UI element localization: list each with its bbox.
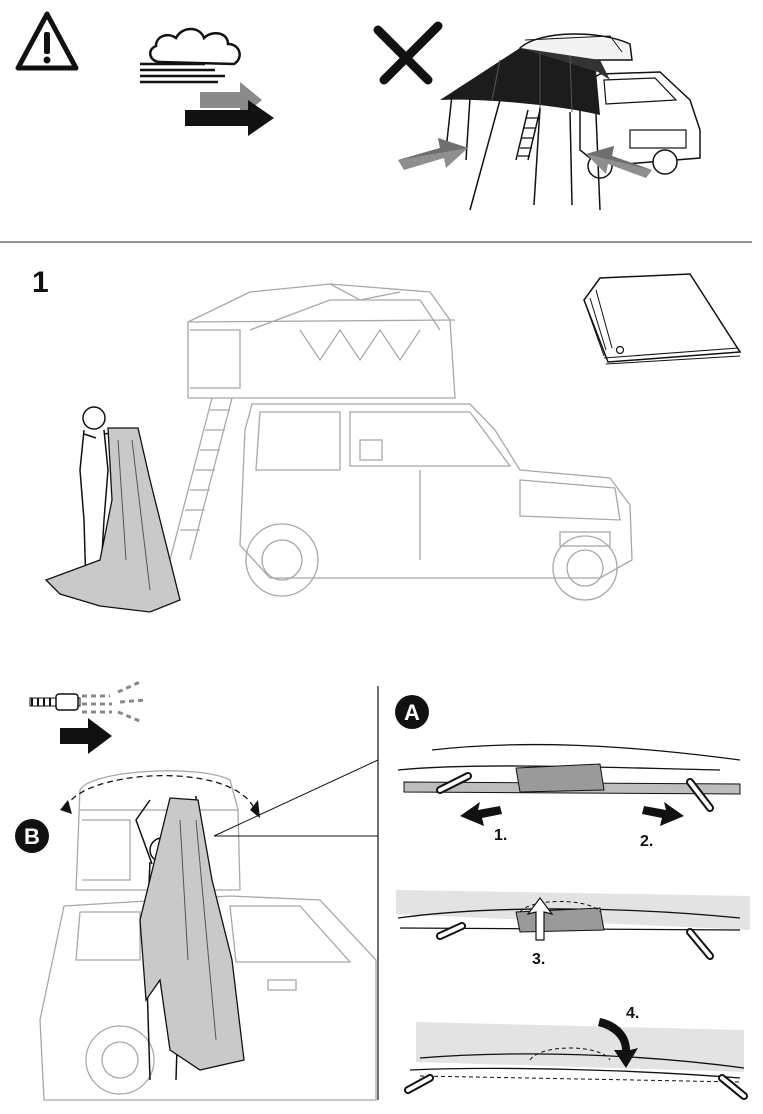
substep-4-label: 4. [626,1005,639,1022]
cross-mark-icon [373,21,443,85]
arrow-up-icon [526,897,554,941]
ladder-light [169,397,233,561]
warning-triangle-icon [15,11,79,71]
tent-awning-illustration [398,33,701,211]
callout-a-badge [395,695,429,729]
callout-b-label: B [24,824,40,849]
detail-remove-channel: 1. 2. [397,743,741,850]
zipper-icon [29,680,147,724]
substep-2-label: 2. [640,833,653,850]
arrow-down-curve-icon [598,1018,638,1068]
arrow-left-icon [460,802,502,826]
arrow-right-icon [642,802,684,826]
callout-a-label: A [404,700,420,725]
zipper-panel [29,680,147,754]
step-b-illustration [39,686,379,1101]
person-b [135,796,245,1081]
warning-panel [15,11,701,211]
detail-tuck-flap: 4. [404,1005,748,1100]
person-with-awning [44,406,181,613]
right-arrow-icon [60,718,112,754]
ladder-small [515,109,541,161]
step-number: 1 [32,266,49,299]
zip-direction-arc [65,775,255,809]
callout-b-badge [15,819,49,853]
folded-awning-sheet [583,273,742,365]
detail-lift-flap: 3. [396,890,750,968]
substep-1-label: 1. [494,827,507,844]
substep-3-label: 3. [532,951,545,968]
step1-illustration [44,273,742,613]
car-light [239,403,633,601]
roof-tent-light [187,283,456,399]
wind-cloud-icon [140,27,274,136]
